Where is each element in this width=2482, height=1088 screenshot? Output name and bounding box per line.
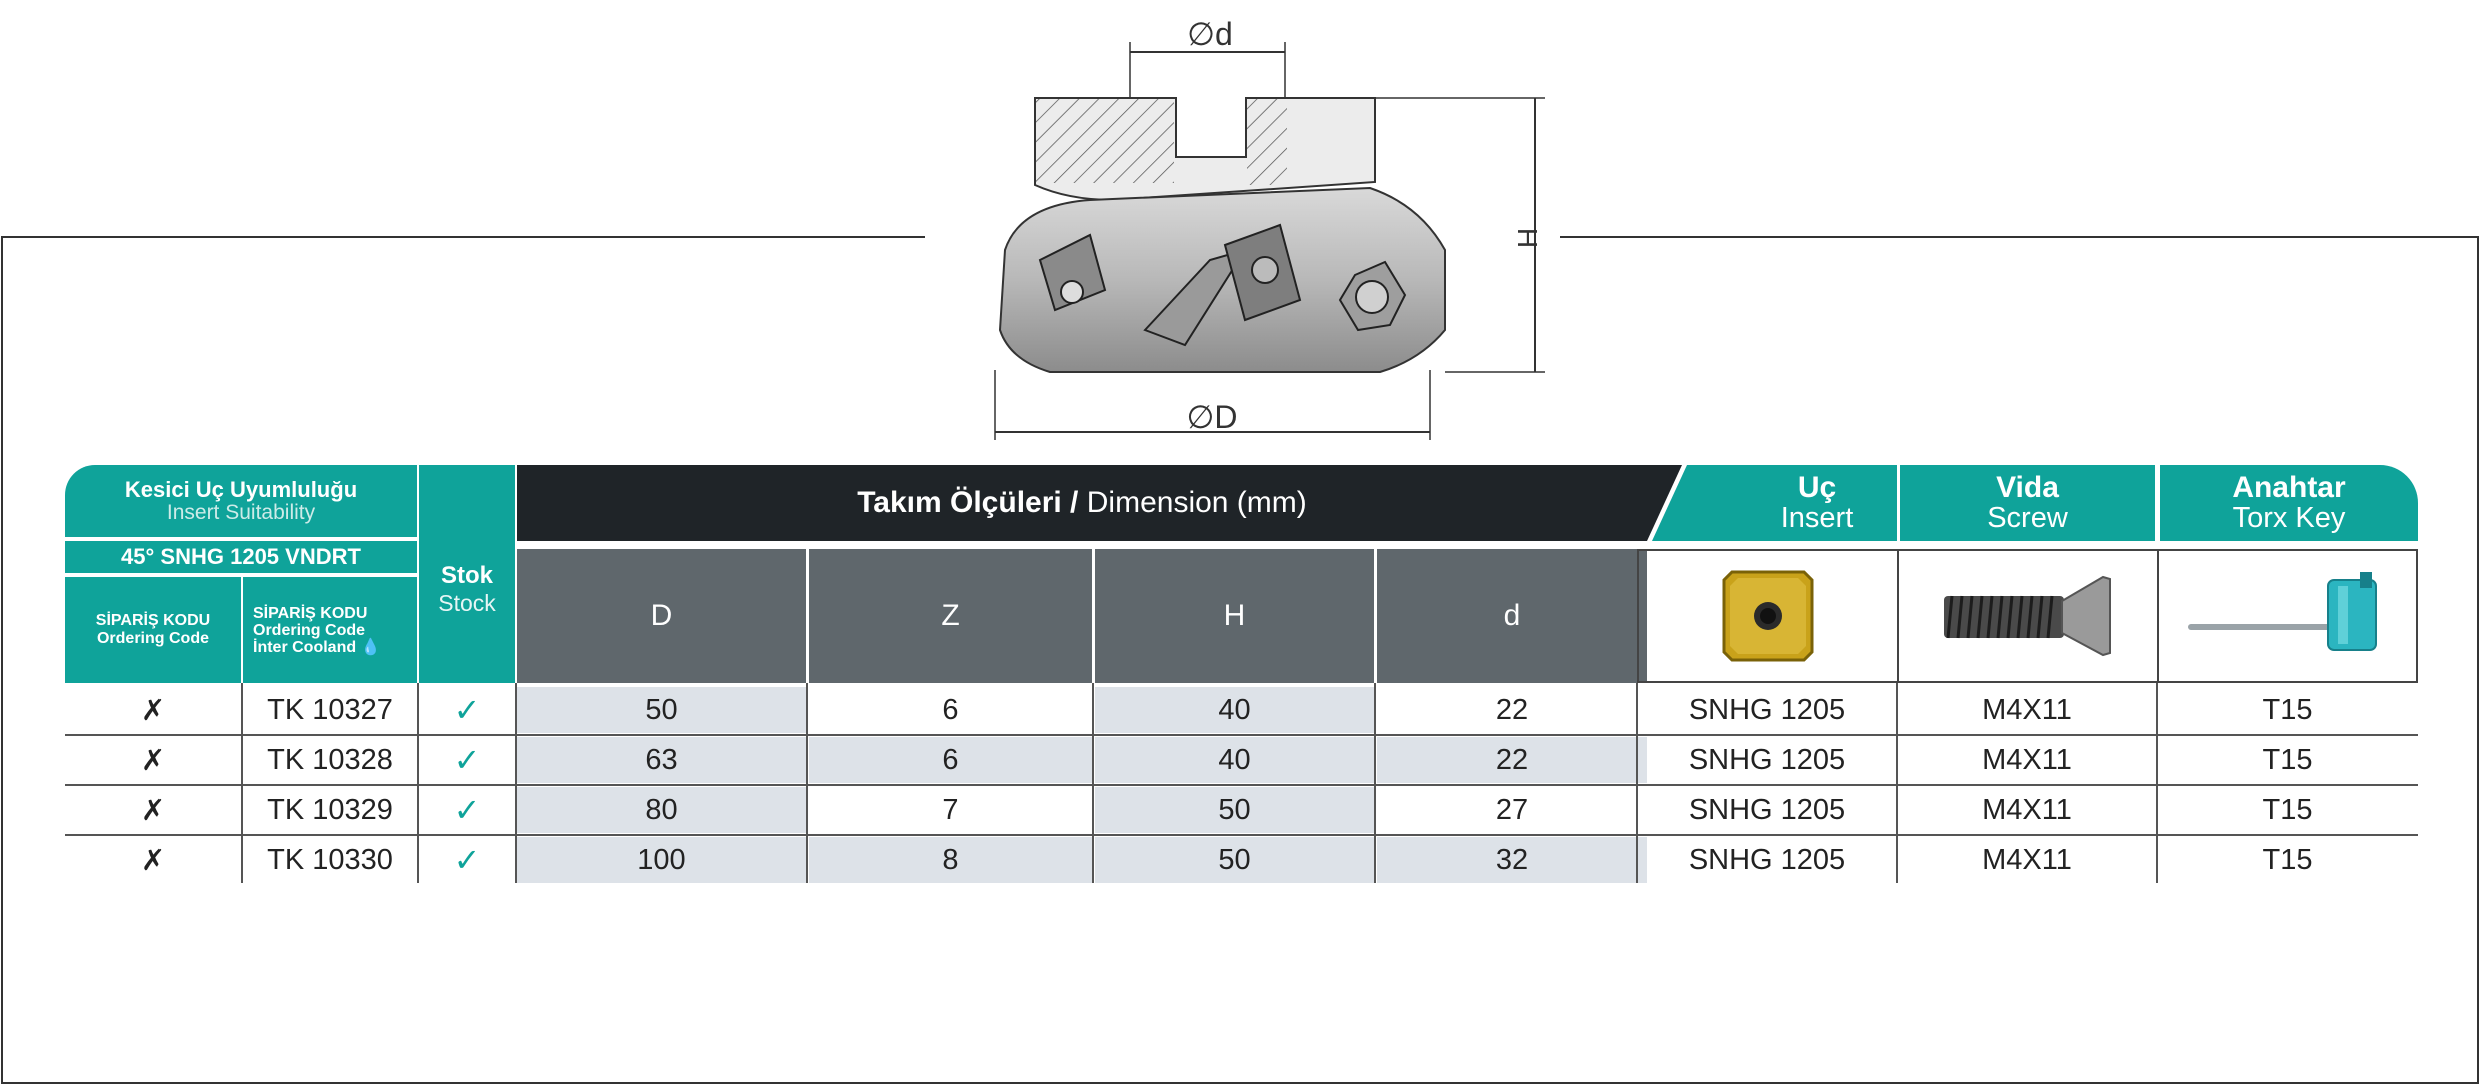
- insert-header: Uç Insert: [1667, 465, 1967, 541]
- cell-key: T15: [2262, 843, 2313, 876]
- cell-screw: M4X11: [1982, 693, 2072, 726]
- key-en: Torx Key: [2232, 502, 2346, 534]
- cell-Z: 6: [942, 693, 959, 726]
- stock-tr: Stok: [440, 561, 493, 589]
- ordering-code-header: SİPARİŞ KODU Ordering Code: [65, 575, 241, 683]
- cell-screw: M4X11: [1982, 843, 2072, 876]
- dimension-header: Takım Ölçüleri / Dimension (mm): [517, 465, 1647, 541]
- cell-Z: 7: [942, 793, 959, 826]
- stock-header: Stok Stock: [419, 465, 515, 683]
- key-tr: Anahtar: [2232, 471, 2346, 504]
- screw-icon: [1944, 575, 2111, 657]
- droplet-icon: 💧: [360, 638, 381, 656]
- cell-stock: ✓: [453, 692, 481, 728]
- dimension-header-bg: [517, 465, 1682, 541]
- cell-D: 63: [517, 737, 806, 783]
- insert-tr: Uç: [1797, 471, 1837, 504]
- cell-code2: TK 10330: [267, 843, 393, 876]
- dim-label-d: ∅d: [1187, 16, 1233, 52]
- product-table: Kesici Uç Uyumluluğu Insert Suitability …: [65, 465, 2418, 883]
- insert-icon: [1722, 570, 1814, 662]
- cell-stock: ✓: [453, 842, 481, 878]
- col-header-Z: Z: [809, 549, 1092, 683]
- stock-en: Stock: [438, 589, 496, 616]
- ordering-code-cooland-header: SİPARİŞ KODU Ordering Code İnter Cooland…: [243, 575, 417, 683]
- cell-screw: M4X11: [1982, 793, 2072, 826]
- cell-key: T15: [2262, 793, 2313, 826]
- cell-code2: TK 10329: [267, 793, 393, 826]
- insert-en: Insert: [1780, 502, 1854, 534]
- insert-suitability-sub: Insert Suitability: [166, 501, 316, 524]
- insert-image-cell: [1637, 549, 1897, 683]
- cell-insert: SNHG 1205: [1688, 743, 1846, 776]
- ordering-code2-note: İnter Cooland: [253, 638, 357, 656]
- cell-key: T15: [2262, 693, 2313, 726]
- cell-insert: SNHG 1205: [1688, 693, 1846, 726]
- screw-tr: Vida: [1996, 471, 2059, 504]
- cell-Z: 6: [809, 737, 1092, 783]
- screw-header: Vida Screw: [1897, 465, 2155, 541]
- cell-d: 27: [1495, 793, 1529, 826]
- cell-H: 50: [1095, 837, 1374, 883]
- cell-code1: ✗: [140, 794, 166, 827]
- ordering-code-tr: SİPARİŞ KODU: [95, 612, 211, 629]
- dim-label-H: H: [1512, 228, 1543, 248]
- cell-code1: ✗: [140, 694, 166, 727]
- cell-D: 50: [517, 687, 806, 733]
- cell-code2: TK 10327: [267, 693, 393, 726]
- dimension-title-tr: Takım Ölçüleri /: [857, 486, 1079, 519]
- cell-screw: M4X11: [1982, 743, 2072, 776]
- dim-label-D: ∅D: [1187, 399, 1238, 435]
- cell-H: 40: [1095, 737, 1374, 783]
- col-header-D: D: [517, 549, 806, 683]
- cell-D: 100: [517, 837, 806, 883]
- torx-key-icon: [2187, 572, 2377, 651]
- cell-stock: ✓: [453, 792, 481, 828]
- cell-code2: TK 10328: [267, 743, 393, 776]
- cell-D: 80: [517, 787, 806, 833]
- insert-suitability-header: Kesici Uç Uyumluluğu Insert Suitability: [65, 465, 417, 537]
- insert-suitability-title: Kesici Uç Uyumluluğu: [124, 477, 358, 502]
- key-image-cell: [2157, 549, 2418, 683]
- ordering-code2-tr: SİPARİŞ KODU: [253, 604, 368, 622]
- cell-code1: ✗: [140, 844, 166, 877]
- cell-key: T15: [2262, 743, 2313, 776]
- insert-spec: 45° SNHG 1205 VNDRT: [65, 539, 417, 573]
- cell-d: 22: [1377, 737, 1647, 783]
- screw-en: Screw: [1987, 502, 2068, 534]
- cell-insert: SNHG 1205: [1688, 793, 1846, 826]
- ordering-code-en: Ordering Code: [96, 630, 209, 647]
- screw-image-cell: [1897, 549, 2157, 683]
- cell-d: 22: [1495, 693, 1529, 726]
- ordering-code2-en: Ordering Code: [253, 621, 366, 639]
- dimension-title-en: Dimension (mm): [1086, 486, 1307, 519]
- cell-d: 32: [1377, 837, 1647, 883]
- cell-stock: ✓: [453, 742, 481, 778]
- cell-H: 40: [1095, 687, 1374, 733]
- cell-insert: SNHG 1205: [1688, 843, 1846, 876]
- cell-code1: ✗: [140, 744, 166, 777]
- face-mill-drawing: ∅d ∅D H: [994, 16, 1545, 440]
- cell-H: 50: [1095, 787, 1374, 833]
- cell-Z: 8: [809, 837, 1092, 883]
- col-header-d: d: [1377, 549, 1647, 683]
- col-header-H: H: [1095, 549, 1374, 683]
- key-header: Anahtar Torx Key: [2157, 465, 2418, 541]
